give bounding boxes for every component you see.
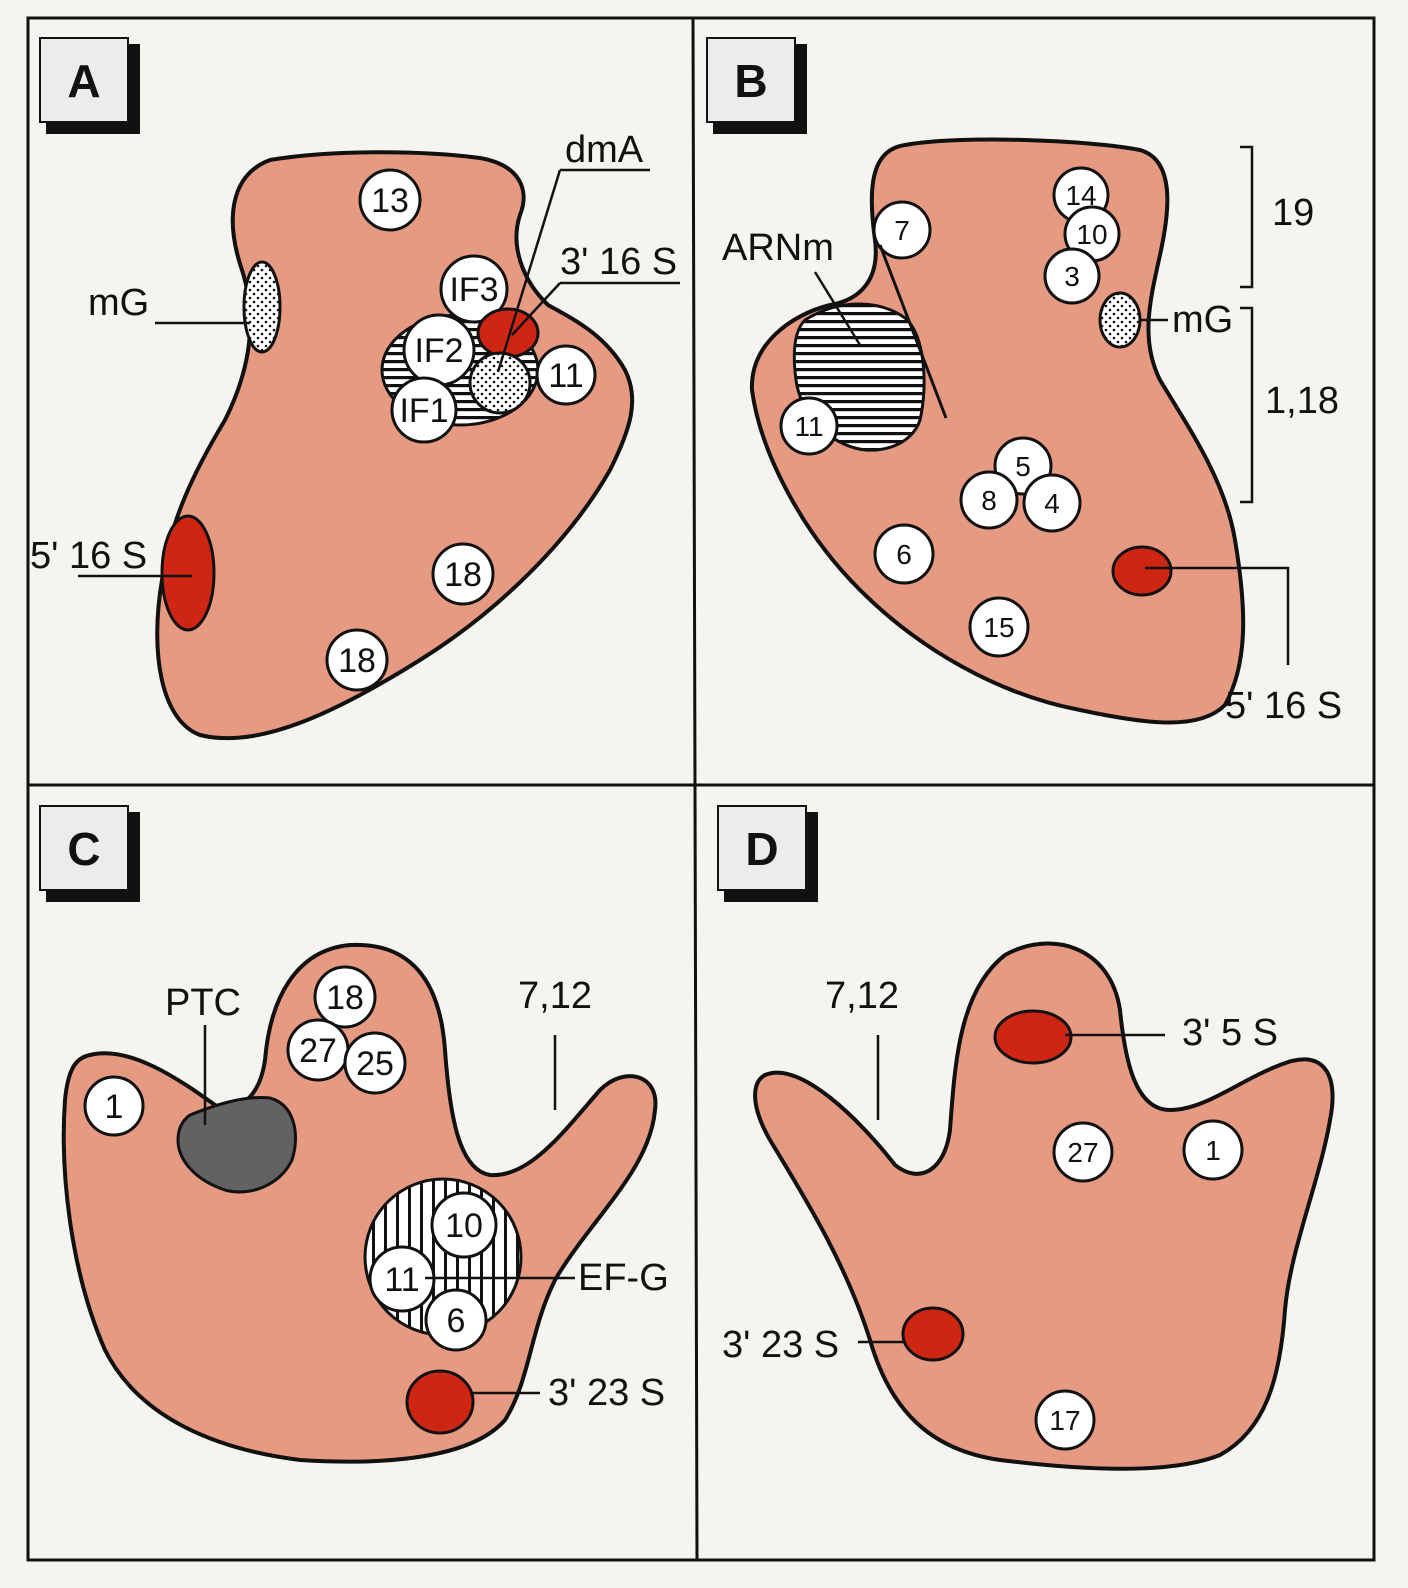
panel-d-3-5s-site: [993, 1009, 1073, 1065]
protein-circle: IF3: [439, 254, 509, 324]
svg-text:27: 27: [1067, 1137, 1098, 1168]
bracket-19: [1240, 145, 1254, 289]
panel-c: C 1 18 27 25 10 11: [39, 805, 669, 1464]
svg-text:6: 6: [896, 539, 912, 570]
leader-line: [1145, 566, 1290, 665]
if2-label: IF2: [414, 332, 463, 370]
panel-c-letter: C: [67, 823, 100, 875]
protein-circle: 11: [535, 344, 597, 406]
panel-b-badge: B: [706, 37, 807, 134]
panel-b-letter: B: [734, 55, 767, 107]
leader-line: [511, 282, 561, 336]
panel-a-5-16s-site: [160, 514, 216, 632]
panel-c-ptc-site: [176, 1095, 297, 1194]
panel-a-3-16s-label: 3' 16 S: [560, 241, 677, 283]
bracket-1-18: [1240, 306, 1254, 504]
panel-b-mg-label: mG: [1172, 299, 1233, 341]
svg-text:27: 27: [299, 1032, 337, 1070]
svg-text:11: 11: [548, 357, 583, 395]
leader-line: [813, 271, 862, 346]
panel-c-badge: C: [39, 805, 140, 902]
panel-c-3-23s-site: [405, 1369, 475, 1435]
svg-text:17: 17: [1049, 1405, 1080, 1436]
svg-text:18: 18: [444, 556, 482, 594]
protein-circle: 25: [343, 1031, 407, 1095]
svg-text:7: 7: [894, 215, 910, 246]
protein-circle: 11: [368, 1245, 436, 1313]
svg-text:6: 6: [447, 1302, 466, 1340]
panel-b-5-16s-site: [1111, 545, 1173, 597]
svg-text:13: 13: [371, 182, 409, 220]
leader-line: [878, 244, 948, 419]
protein-circle: 4: [1022, 473, 1082, 533]
panel-a-badge: A: [39, 37, 140, 134]
panel-a-mg-site: [242, 260, 282, 354]
svg-text:3: 3: [1064, 261, 1080, 292]
protein-circle: 18: [313, 965, 377, 1029]
svg-text:15: 15: [983, 612, 1014, 643]
protein-circle: 6: [873, 523, 935, 585]
panel-b-arnm-label: ARNm: [722, 227, 834, 269]
svg-text:25: 25: [356, 1045, 394, 1083]
panel-c-subunit-body: [61, 942, 658, 1464]
svg-text:11: 11: [794, 411, 823, 442]
protein-circle: 27: [1052, 1121, 1114, 1183]
protein-circle: 7: [872, 200, 932, 260]
svg-text:5: 5: [1015, 451, 1031, 482]
svg-text:1: 1: [105, 1088, 124, 1126]
protein-circle: IF2: [402, 313, 476, 387]
vertical-divider: [691, 17, 699, 1561]
panel-d: D 27 1 17 7,12 3' 5 S 3' 23 S: [717, 805, 1335, 1471]
panel-c-ptc-label: PTC: [165, 982, 241, 1024]
panel-d-3-23s-label: 3' 23 S: [722, 1324, 839, 1366]
protein-circle: 13: [358, 168, 422, 232]
svg-text:18: 18: [338, 642, 376, 680]
svg-text:10: 10: [1076, 219, 1107, 250]
protein-circle: 11: [779, 396, 839, 456]
bracket-1-18-label: 1,18: [1265, 380, 1339, 422]
panel-c-efg-label: EF-G: [578, 1257, 669, 1299]
if1-label: IF1: [399, 392, 448, 430]
protein-circle: 10: [430, 1191, 498, 1259]
protein-circle: 3: [1043, 247, 1101, 305]
panel-d-subunit-body: [753, 941, 1335, 1471]
panel-a: A 13 IF3 IF2 IF1 11: [30, 37, 680, 741]
protein-circle: 27: [286, 1018, 350, 1082]
protein-circle: 6: [424, 1288, 488, 1352]
protein-circle: 15: [968, 596, 1030, 658]
panel-b-5-16s-label: 5' 16 S: [1225, 685, 1342, 727]
bracket-19-label: 19: [1272, 192, 1314, 234]
svg-text:18: 18: [326, 979, 364, 1017]
svg-text:8: 8: [981, 485, 997, 516]
panel-c-3-23s-label: 3' 23 S: [548, 1372, 665, 1414]
protein-circle: 18: [325, 628, 389, 692]
protein-circle: IF1: [390, 376, 458, 444]
panel-b: B 7 14 10 3 11 5: [706, 37, 1342, 727]
panel-c-stalk-label: 7,12: [518, 975, 592, 1017]
protein-circle: 1: [83, 1075, 145, 1137]
svg-text:10: 10: [445, 1207, 483, 1245]
panel-d-3-5s-label: 3' 5 S: [1182, 1012, 1278, 1054]
protein-circle: 18: [431, 542, 495, 606]
svg-text:4: 4: [1044, 488, 1060, 519]
if3-label: IF3: [449, 271, 498, 309]
panel-d-badge: D: [717, 805, 818, 902]
panel-a-dma-dotted-site: [468, 351, 532, 415]
panel-d-stalk-label: 7,12: [825, 975, 899, 1017]
svg-text:1: 1: [1205, 1135, 1221, 1166]
panel-a-5-16s-label: 5' 16 S: [30, 535, 147, 577]
protein-circle: 1: [1182, 1119, 1244, 1181]
panel-a-letter: A: [67, 55, 100, 107]
panel-a-dma-label: dmA: [565, 129, 644, 171]
panel-a-mg-label: mG: [88, 282, 149, 324]
panel-d-letter: D: [745, 823, 778, 875]
protein-circle: 17: [1034, 1389, 1096, 1451]
protein-circle: 8: [959, 470, 1019, 530]
svg-text:11: 11: [384, 1261, 419, 1299]
panel-b-mg-site: [1098, 291, 1142, 349]
panel-d-3-23s-site: [901, 1306, 965, 1362]
leader-line: [496, 169, 562, 373]
